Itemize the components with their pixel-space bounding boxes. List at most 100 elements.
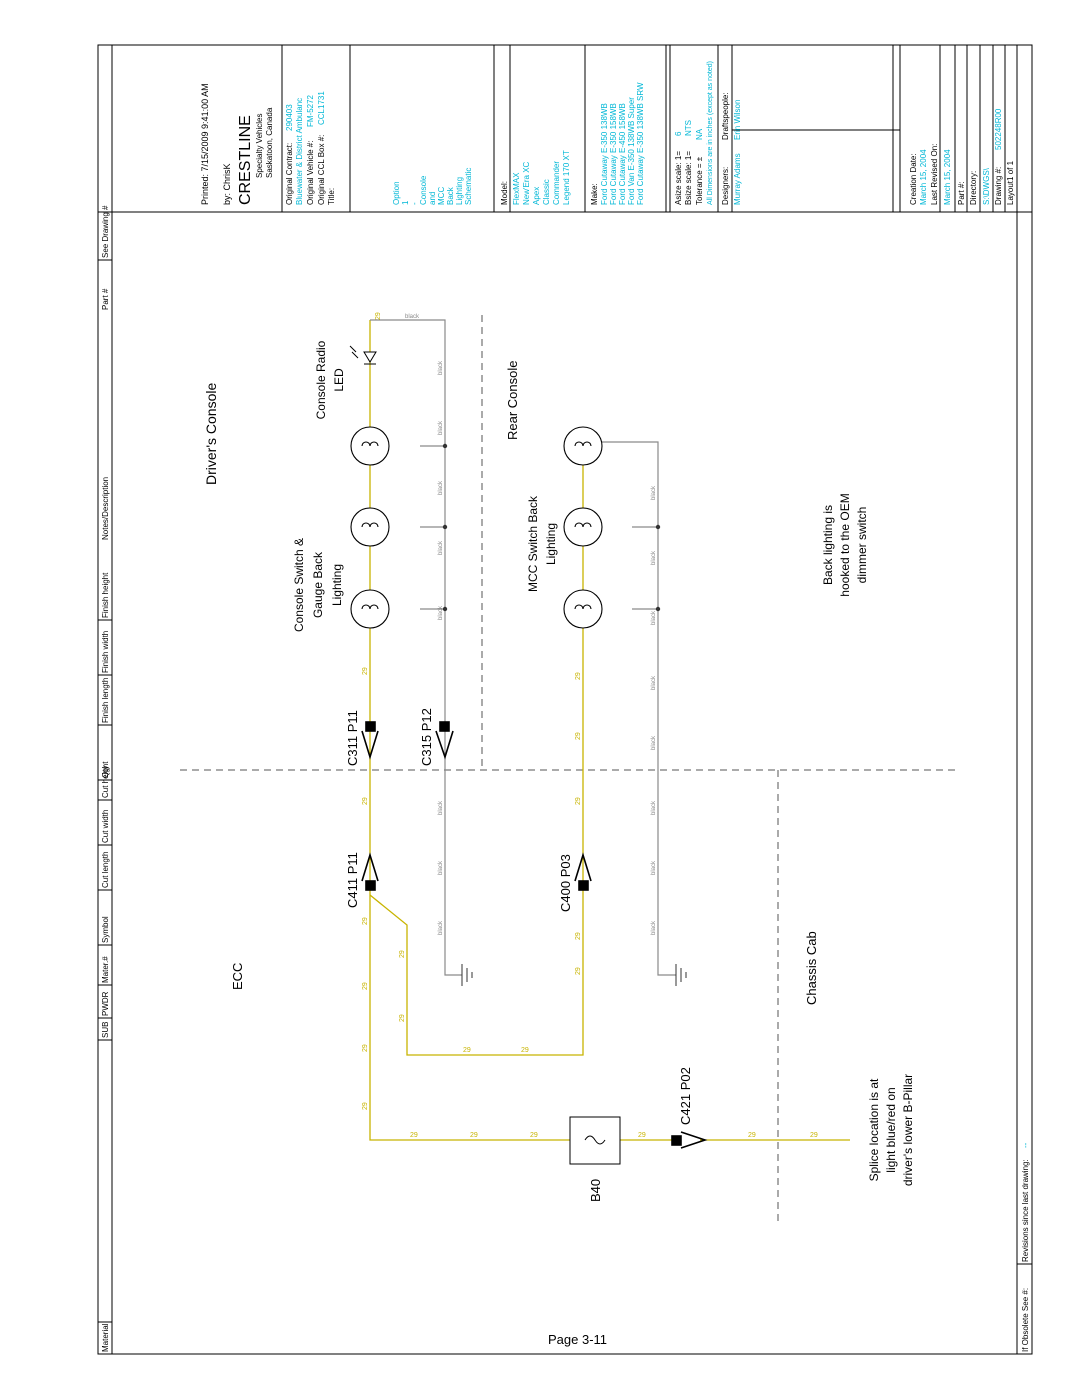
region-ecc: ECC (230, 963, 245, 990)
tolerance-label: Tolerance = ± (695, 156, 704, 205)
wire-label-black: black (405, 314, 420, 320)
drawing-frame (97, 44, 1033, 1355)
lamp-icon (563, 507, 603, 547)
wire-label-29: 29 (748, 1132, 756, 1139)
mcc-lighting-label: MCC Switch Back (526, 495, 540, 592)
connector-c421-icon (671, 1131, 708, 1149)
wire-label-29: 29 (470, 1132, 478, 1139)
lamp-icon (350, 589, 390, 629)
creation-label: Creation Date: (909, 153, 918, 205)
led-icon (349, 345, 377, 365)
model-value: Commander (552, 161, 561, 205)
connector-label: C315 P12 (419, 708, 434, 766)
header-column-label: Finish length (101, 678, 110, 723)
wire-label-black: black (651, 735, 657, 750)
back-lighting-note: Back lighting is (821, 505, 835, 585)
region-chassis-cab: Chassis Cab (804, 931, 819, 1005)
wire-label-black: black (438, 860, 444, 875)
wire-label-29: 29 (575, 967, 582, 975)
wire-label-29: 29 (638, 1132, 646, 1139)
make-value: Ford Cutaway E-350 138WB SRW (636, 82, 645, 205)
drawing-value: 502248R00 (994, 108, 1003, 150)
title-value: - (410, 202, 419, 205)
asize-value: 6 (674, 131, 683, 136)
ccl-value: CCL1731 (317, 91, 326, 125)
wire-label-29: 29 (521, 1047, 529, 1054)
title-value: Option (392, 181, 401, 205)
title-value: Lighting (455, 177, 464, 205)
header-column-label: Cut height (101, 761, 110, 798)
wire-label-29: 29 (375, 312, 382, 320)
wire-label-black: black (651, 920, 657, 935)
wire-label-black: black (651, 550, 657, 565)
tolerance-value: NA (695, 128, 704, 140)
crestline-logo: CRESTLINE (237, 115, 254, 205)
title-value: Console (419, 175, 428, 205)
directory-value: S:\DWGS\ (982, 167, 991, 205)
wire-label-29: 29 (575, 932, 582, 940)
wire-label-29: 29 (810, 1132, 818, 1139)
connector-c315-icon (435, 721, 454, 760)
lamp-icon (563, 589, 603, 629)
wire-label-29: 29 (575, 732, 582, 740)
title-value: and (428, 192, 437, 205)
model-value: Legend 170 XT (562, 150, 571, 205)
wire-label-29: 29 (399, 1014, 406, 1022)
title-value: Schematic (464, 168, 473, 205)
contract-label: Original Contract: (285, 143, 294, 205)
tolerance-note: All Dimensions are in inches (except as … (707, 61, 714, 205)
wire-label-29: 29 (530, 1132, 538, 1139)
designers-value: Murray Adams (733, 153, 742, 205)
splice-note: light blue/red on (884, 1087, 898, 1172)
lamp-icon (350, 507, 390, 547)
console-lighting-label: Console Switch & (292, 538, 306, 632)
radio-led-label: LED (332, 368, 346, 392)
wire-label-29: 29 (362, 982, 369, 990)
header-column-label: Cut width (101, 810, 110, 843)
wire-label-black: black (651, 860, 657, 875)
title-block (281, 45, 1006, 212)
header-column-label: Finish width (101, 631, 110, 673)
splice-note: Splice location is at (867, 1078, 881, 1181)
wire-label-29: 29 (362, 667, 369, 675)
connector-c311-icon (361, 721, 379, 760)
wire-label-29: 29 (575, 672, 582, 680)
directory-label: Directory: (969, 171, 978, 205)
model-value: Classic (542, 179, 551, 205)
part-label: Part #: (957, 181, 966, 205)
wire-label-29: 29 (362, 1044, 369, 1052)
wire-label-29: 29 (362, 797, 369, 805)
designers-label: Designers: (721, 167, 730, 205)
title-value: 1 (401, 200, 410, 205)
header-column-label: See Drawing # (101, 205, 110, 258)
connector-label: C421 P02 (678, 1067, 693, 1125)
header-column-label: PWDR (101, 991, 110, 1016)
wire-label-black: black (438, 420, 444, 435)
wire-label-black: black (438, 800, 444, 815)
ccl-label: Original CCL Box #: (317, 135, 326, 205)
header-column-label: Material (101, 1323, 110, 1352)
wire-label-black: black (438, 920, 444, 935)
wire-label-29: 29 (410, 1132, 418, 1139)
wire-label-29: 29 (463, 1047, 471, 1054)
header-column-label: Finish height (101, 572, 110, 618)
region-rear-console: Rear Console (505, 361, 520, 441)
wire-label-29: 29 (575, 797, 582, 805)
wire-label-29: 29 (399, 950, 406, 958)
title-label: Title: (327, 188, 336, 205)
header-column-label: Notes/Description (101, 477, 110, 540)
creation-value: March 15, 2004 (919, 149, 928, 205)
model-value: New'Era XC (522, 161, 531, 205)
connector-label: C411 P11 (345, 852, 360, 908)
radio-led-label: Console Radio (314, 340, 328, 419)
revisions-label: Revisions since last drawing: (1021, 1159, 1030, 1262)
title-value: Back (446, 186, 455, 205)
splice-note: driver's lower B-Pillar (901, 1074, 915, 1186)
ground-wires (370, 319, 676, 976)
draftspeople-label: Draftspeople: (721, 92, 730, 140)
bsize-label: Bsize scale: 1= (684, 151, 693, 205)
obsolete-label: If Obsolete See #: (1021, 1288, 1030, 1352)
header-column-label: Symbol (101, 916, 110, 943)
revisions-value: -- (1021, 1142, 1030, 1148)
